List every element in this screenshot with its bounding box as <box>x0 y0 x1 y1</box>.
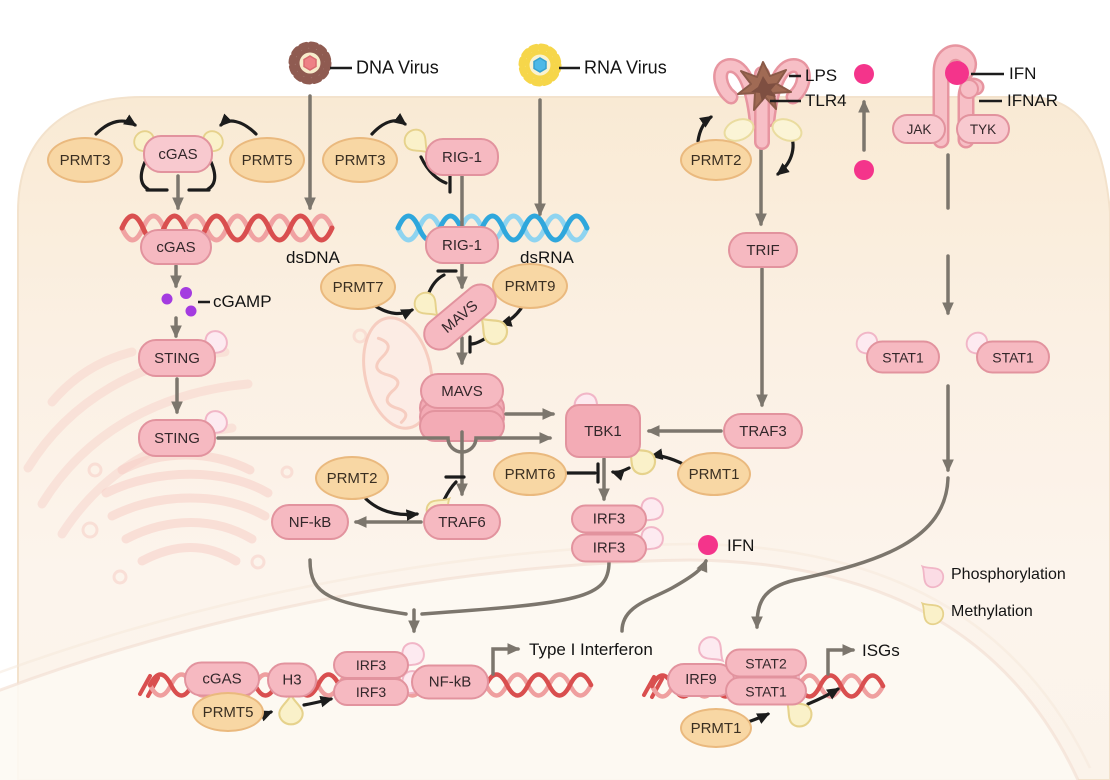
node-nuc-stat2: STAT2 <box>725 648 807 678</box>
nuclear-ifn-dot <box>698 535 718 555</box>
node-nuc-prmt5: PRMT5 <box>192 692 264 732</box>
node-prmt3-cgas: PRMT3 <box>47 137 123 183</box>
node-nuc-irf3-upper: IRF3 <box>333 651 409 679</box>
ifn-nuclear-label: IFN <box>727 536 755 555</box>
regulation-arrows <box>94 113 840 724</box>
node-prmt2-traf6: PRMT2 <box>315 456 389 500</box>
node-prmt6: PRMT6 <box>493 452 567 496</box>
node-prmt7: PRMT7 <box>320 264 396 310</box>
dsrna-label: dsRNA <box>520 248 574 267</box>
node-nuc-prmt1: PRMT1 <box>680 708 752 748</box>
cgamp-label: cGAMP <box>213 292 272 311</box>
node-nuc-irf3-lower: IRF3 <box>333 678 409 706</box>
node-rig1-rna: RIG-1 <box>425 226 499 264</box>
node-irf3-lower: IRF3 <box>571 533 647 563</box>
rna-virus-icon <box>518 43 580 87</box>
node-sting-er: STING <box>138 339 216 377</box>
node-prmt1-tbk1: PRMT1 <box>677 452 751 496</box>
node-prmt3-rig: PRMT3 <box>322 137 398 183</box>
node-stat1-left: STAT1 <box>866 340 940 374</box>
node-prmt2-tlr4: PRMT2 <box>680 139 752 181</box>
node-prmt9: PRMT9 <box>492 263 568 309</box>
tlr4-receptor-icon <box>713 58 811 150</box>
node-traf6: TRAF6 <box>423 504 501 540</box>
node-mavs-stack: MAVS <box>420 373 504 409</box>
mitochondria-icon <box>362 316 434 430</box>
node-tbk1: TBK1 <box>565 404 641 458</box>
golgi-icon <box>81 328 368 585</box>
cgamp-dots <box>161 287 210 317</box>
node-nuc-h3: H3 <box>267 662 317 698</box>
lps-label: LPS <box>805 66 838 85</box>
node-sting-golgi: STING <box>138 419 216 457</box>
ifn-receptor-label: IFN <box>1009 64 1037 83</box>
secreted-ifn-dots <box>854 64 874 180</box>
node-prmt5-cgas: PRMT5 <box>229 137 305 183</box>
node-nuc-nfkb: NF-kB <box>411 664 489 700</box>
node-stat1-right: STAT1 <box>976 340 1050 374</box>
node-irf3-upper: IRF3 <box>571 504 647 534</box>
signal-arrows <box>170 94 954 676</box>
ifnar-label: IFNAR <box>1007 91 1058 110</box>
nucleus <box>0 542 1092 780</box>
node-jak: JAK <box>892 114 946 144</box>
node-trif: TRIF <box>728 232 798 268</box>
node-tyk: TYK <box>956 114 1010 144</box>
node-nuc-irf9: IRF9 <box>667 663 735 697</box>
ifn-dot <box>945 61 969 85</box>
lps-star-icon <box>737 61 792 111</box>
rna-virus-label: RNA Virus <box>584 57 667 78</box>
node-rig1-sensor: RIG-1 <box>425 138 499 176</box>
dna-virus-label: DNA Virus <box>356 57 439 78</box>
node-cgas-sensor: cGAS <box>143 135 213 173</box>
node-traf3: TRAF3 <box>723 413 803 449</box>
type1-interferon-label: Type I Interferon <box>529 640 653 659</box>
isgs-label: ISGs <box>862 641 900 660</box>
phosphorylation-legend-label: Phosphorylation <box>951 566 1066 583</box>
dna-virus-icon <box>288 41 352 85</box>
node-nuc-stat1: STAT1 <box>725 676 807 706</box>
tlr4-label: TLR4 <box>805 91 847 110</box>
methylation-legend-label: Methylation <box>951 603 1033 620</box>
ifnar-receptor-icon <box>932 44 1004 149</box>
dsdna-label: dsDNA <box>286 248 340 267</box>
node-nfkb-cyto: NF-kB <box>271 504 349 540</box>
node-cgas-dna: cGAS <box>140 229 212 265</box>
